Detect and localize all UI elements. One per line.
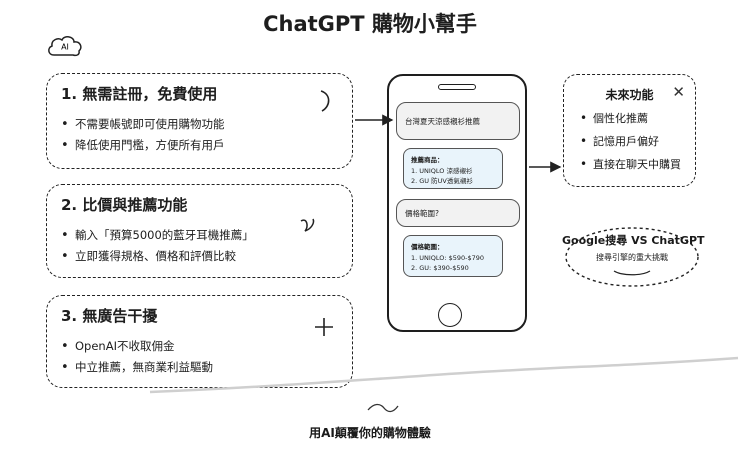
card-bullet: 輸入「預算5000的藍牙耳機推薦」 — [61, 225, 254, 246]
answer-heading: 價格範圍： — [411, 243, 444, 251]
card-heading: 3. 無廣告干擾 — [61, 307, 158, 325]
future-item: 直接在聊天中購買 — [580, 153, 681, 176]
chat-bubble-answer: 價格範圍： 1. UNIQLO: $590-$790 2. GU: $390-$… — [403, 235, 503, 277]
tilde-doodle-icon — [367, 403, 399, 413]
card-bullet: 不需要帳號即可使用購物功能 — [61, 114, 225, 135]
answer-line: 1. UNIQLO: $590-$790 — [411, 254, 484, 262]
card-bullet: 中立推薦，無商業利益驅動 — [61, 357, 213, 378]
future-features-box: 未來功能 ✕ 個性化推薦 記憶用戶偏好 直接在聊天中購買 — [563, 74, 696, 187]
wave-line-icon — [149, 356, 739, 394]
card-heading: 2. 比價與推薦功能 — [61, 196, 188, 214]
card-heading: 1. 無需註冊，免費使用 — [61, 85, 218, 103]
close-icon[interactable]: ✕ — [672, 83, 685, 101]
answer-line: 2. GU 防UV透氣襯衫 — [411, 177, 473, 185]
card-bullet: 降低使用門檻，方便所有用戶 — [61, 135, 225, 156]
answer-heading: 推薦商品： — [411, 156, 444, 164]
answer-line: 2. GU: $390-$590 — [411, 264, 469, 272]
plus-doodle-icon — [315, 318, 333, 336]
feature-card-free: 1. 無需註冊，免費使用 不需要帳號即可使用購物功能 降低使用門檻，方便所有用戶 — [46, 73, 353, 169]
hook-doodle-icon — [300, 218, 315, 232]
card-bullet: 立即獲得規格、價格和評價比較 — [61, 246, 254, 267]
feature-card-compare: 2. 比價與推薦功能 輸入「預算5000的藍牙耳機推薦」 立即獲得規格、價格和評… — [46, 184, 353, 278]
answer-line: 1. UNIQLO 涼感襯衫 — [411, 167, 473, 175]
ai-logo-text: AI — [61, 43, 69, 52]
future-heading: 未來功能 — [605, 88, 654, 102]
chat-bubble-question: 台灣夏天涼感襯衫推薦 — [396, 102, 520, 140]
search-compare-callout: Google搜尋 VS ChatGPT 搜尋引擎的重大挑戰 — [562, 224, 705, 290]
footer-tagline: 用AI顛覆你的購物體驗 — [309, 426, 431, 440]
feature-card-no-ads: 3. 無廣告干擾 OpenAI不收取佣金 中立推薦，無商業利益驅動 — [46, 295, 353, 388]
chat-bubble-question: 價格範圍? — [396, 199, 520, 227]
hook-doodle-icon — [320, 90, 330, 112]
future-item: 記憶用戶偏好 — [580, 130, 681, 153]
phone-speaker — [438, 84, 476, 90]
future-item: 個性化推薦 — [580, 107, 681, 130]
phone-home-button — [438, 303, 462, 327]
chat-bubble-answer: 推薦商品： 1. UNIQLO 涼感襯衫 2. GU 防UV透氣襯衫 — [403, 148, 503, 189]
compare-subtitle: 搜尋引擎的重大挑戰 — [596, 253, 668, 262]
page-title: ChatGPT 購物小幫手 — [263, 12, 477, 36]
dashed-ellipse-icon — [565, 227, 699, 287]
ai-cloud-logo: AI — [46, 34, 84, 58]
card-bullet: OpenAI不收取佣金 — [61, 336, 213, 357]
compare-title: Google搜尋 VS ChatGPT — [562, 234, 705, 247]
cloud-icon: AI — [48, 36, 82, 57]
